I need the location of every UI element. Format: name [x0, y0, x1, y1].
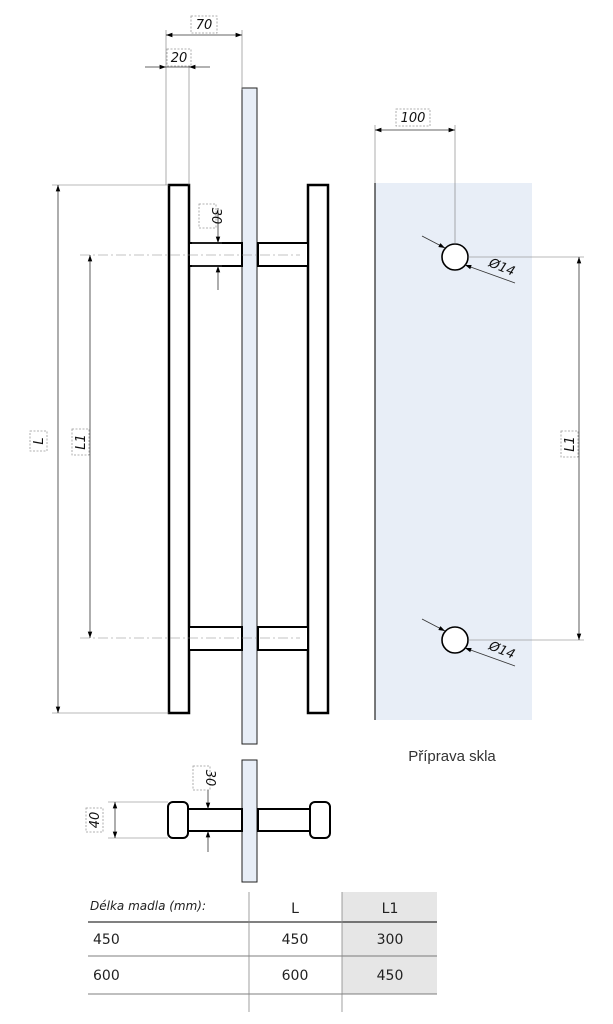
- table-header-length: Délka madla (mm):: [90, 899, 206, 913]
- hole-top: [441, 243, 469, 271]
- handle-end-left: [167, 801, 189, 839]
- dim-L1-right-label: L1: [563, 436, 578, 452]
- standoff-top-view-left: [187, 808, 243, 832]
- table-header-L: L: [291, 901, 299, 917]
- glass-plate-top: [241, 759, 258, 883]
- standoff-bottom-right: [257, 626, 309, 651]
- table-header-L1: L1: [382, 901, 399, 917]
- table-row1-length: 450: [93, 932, 120, 948]
- glass-plate-side: [241, 87, 258, 745]
- table-cell-shaded-row1: [342, 922, 437, 956]
- table-row1-L1: 300: [377, 932, 404, 948]
- top-view: 30 40: [85, 759, 331, 883]
- dim-70-label: 70: [196, 18, 213, 33]
- table-cell-shaded-row2: [342, 956, 437, 994]
- dim-40-label: 40: [88, 812, 103, 829]
- handle-bar-left: [167, 183, 191, 715]
- table-row2-L: 600: [282, 968, 309, 984]
- hole-bottom: [441, 626, 469, 654]
- standoff-top-left: [188, 242, 243, 267]
- dim-L-label: L: [32, 437, 47, 444]
- table-row2-length: 600: [93, 968, 120, 984]
- glass-preparation-caption: Příprava skla: [408, 748, 496, 765]
- side-view: 70 20 30 L L1: [29, 15, 330, 745]
- glass-preparation-view: 100 Ø14 Ø14 L1 Příprava skla: [374, 108, 584, 765]
- table-cell-shaded-header: [342, 892, 437, 922]
- size-table: Délka madla (mm): L L1 450 450 300 600 6…: [88, 892, 437, 1012]
- dim-20-label: 20: [171, 51, 188, 66]
- table-row2-L1: 450: [377, 968, 404, 984]
- dim-L1-left-label: L1: [74, 434, 89, 450]
- handle-bar-right: [306, 183, 330, 715]
- dim-100-label: 100: [401, 111, 426, 126]
- dim-30-top-label: 30: [208, 208, 223, 225]
- table-row1-L: 450: [282, 932, 309, 948]
- handle-end-right: [309, 801, 331, 839]
- dim-30-bottom-label: 30: [202, 770, 217, 787]
- standoff-top-view-right: [257, 808, 311, 832]
- standoff-top-right: [257, 242, 309, 267]
- standoff-bottom-left: [188, 626, 243, 651]
